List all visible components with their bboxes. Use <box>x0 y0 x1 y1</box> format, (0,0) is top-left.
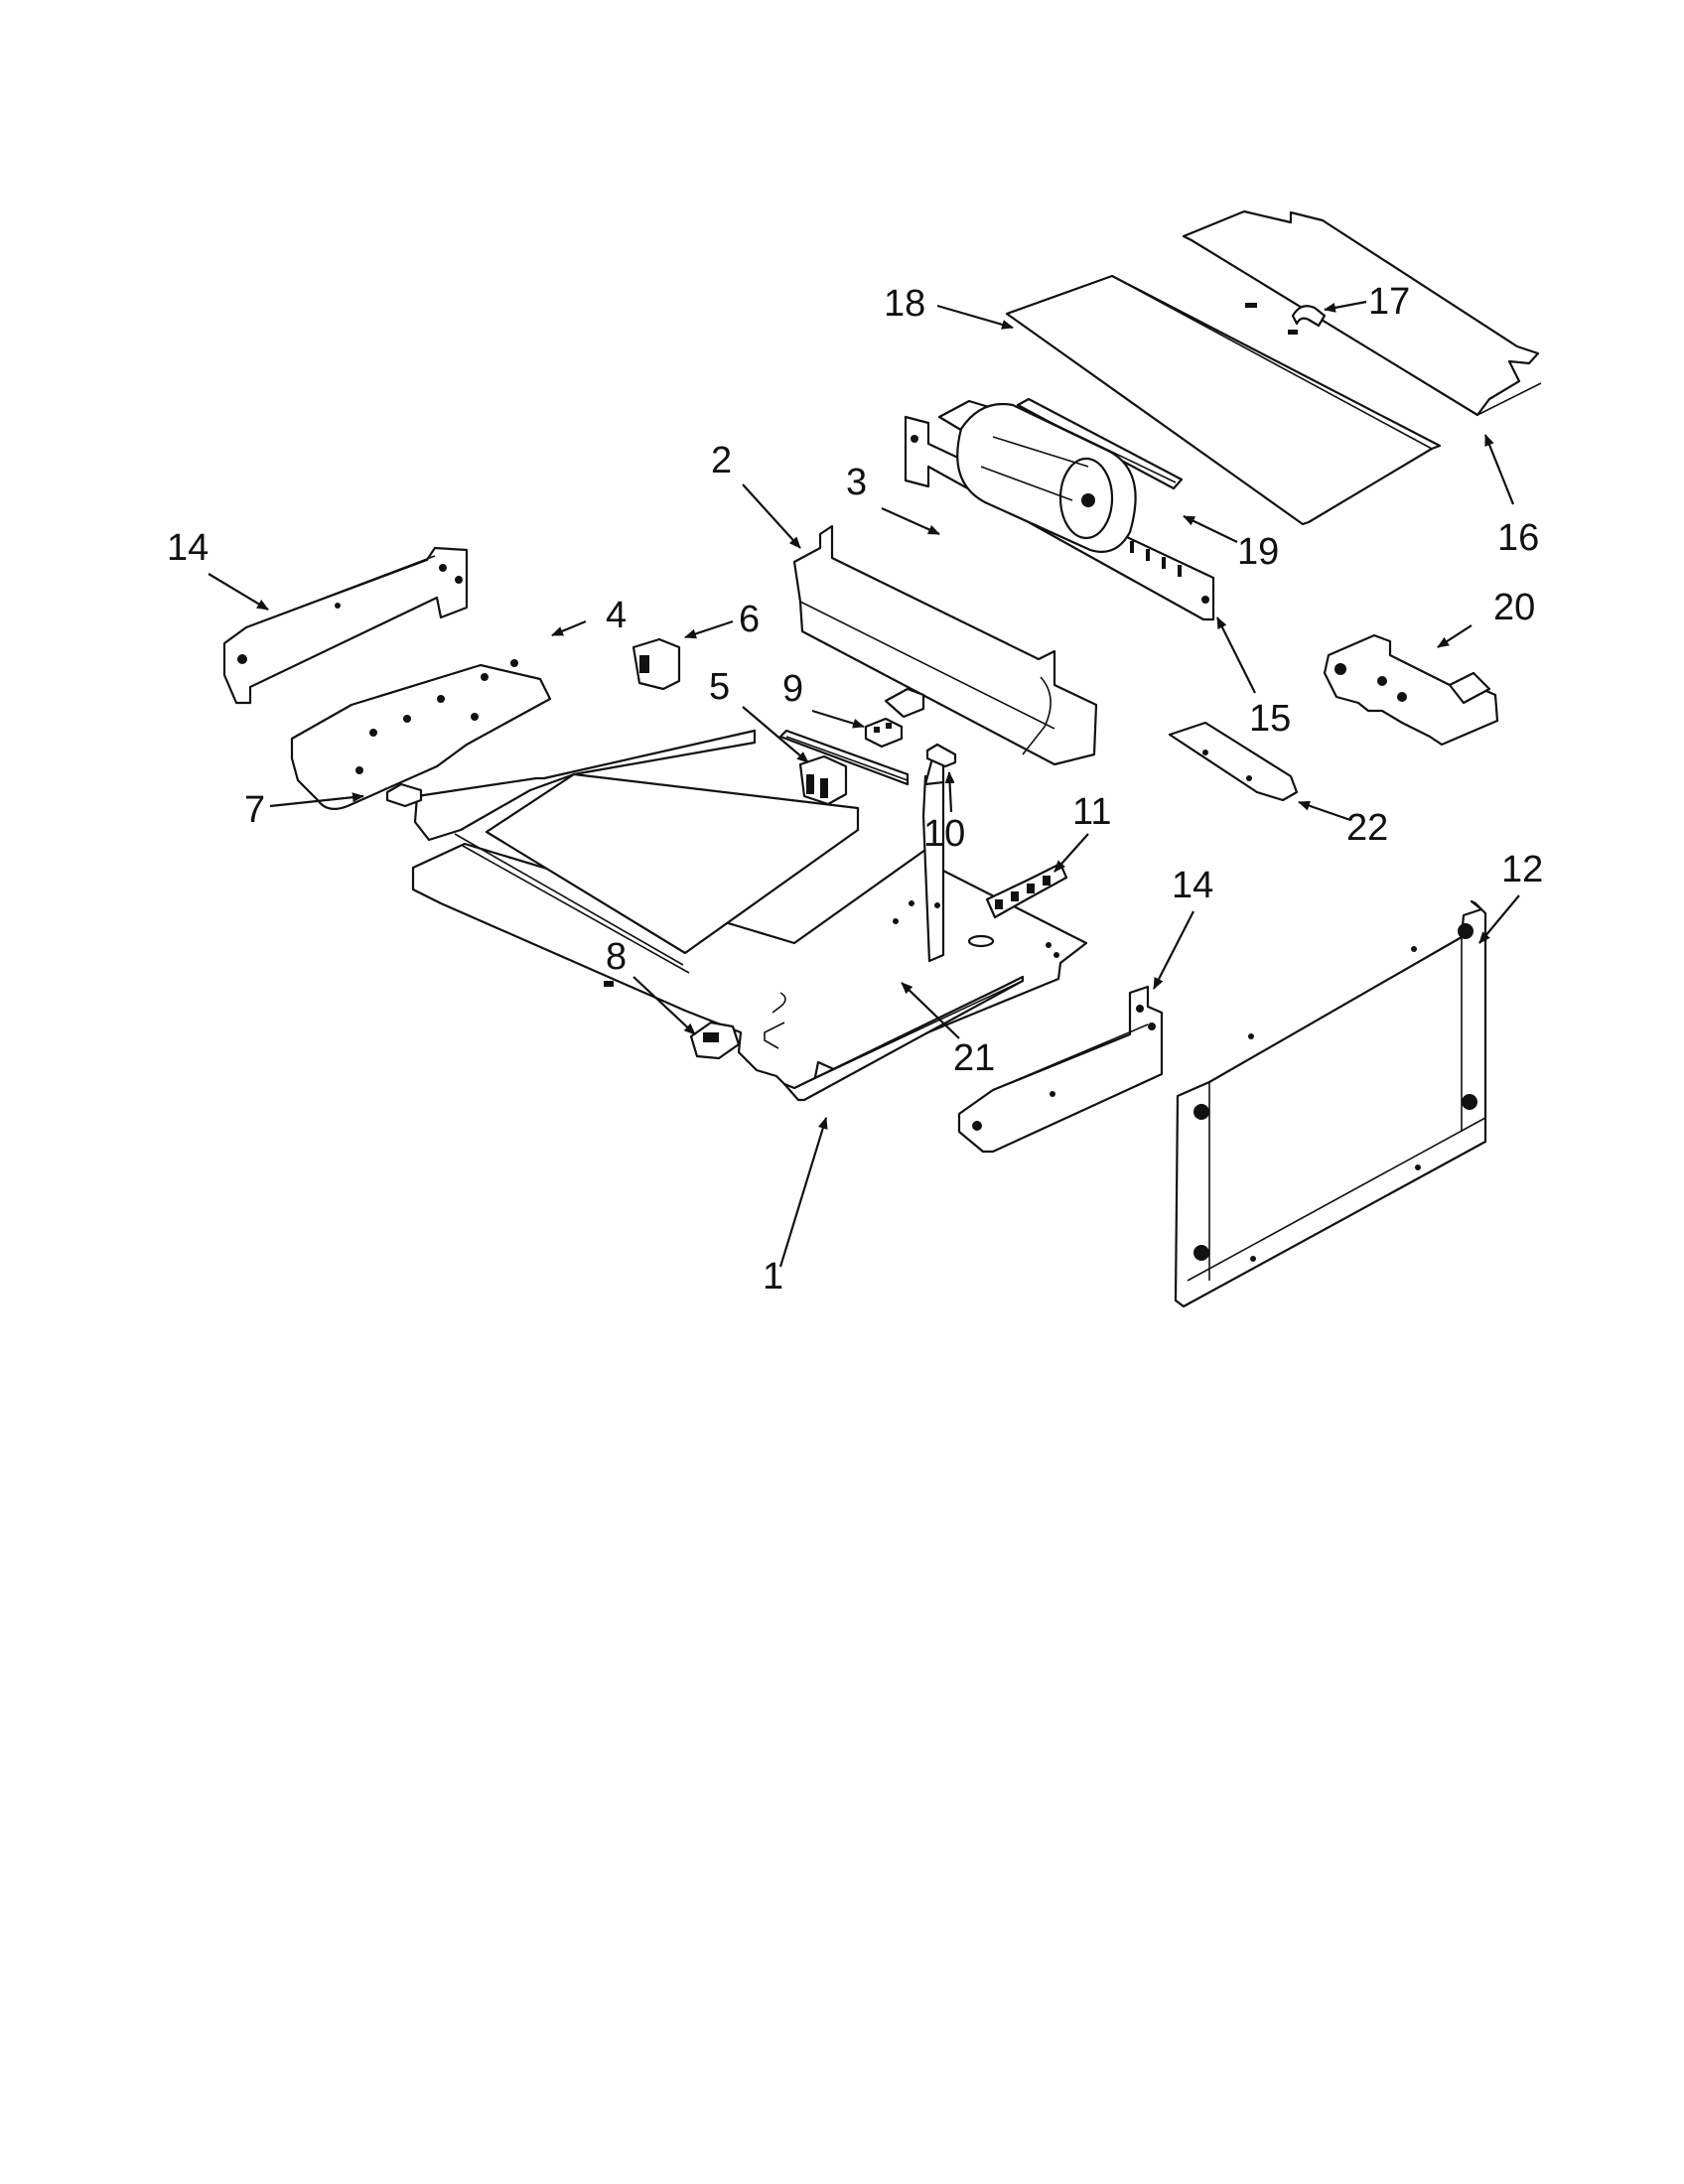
callout-5: 5 <box>709 666 730 708</box>
leader-lines <box>208 300 1520 1268</box>
leader-3 <box>881 506 940 536</box>
leader-22 <box>1298 800 1351 822</box>
leader-5 <box>742 706 809 763</box>
leader-12 <box>1478 894 1520 944</box>
part-7-clip <box>385 782 423 808</box>
part-9-connector <box>864 717 904 749</box>
part-12-back-panel <box>1174 899 1487 1308</box>
part-10-sensor <box>925 743 957 768</box>
callout-20: 20 <box>1493 587 1535 628</box>
leader-2 <box>742 483 801 549</box>
callout-17: 17 <box>1368 281 1410 323</box>
part-20-bracket <box>1323 633 1499 747</box>
callout-1: 1 <box>763 1256 783 1297</box>
callout-4: 4 <box>606 595 627 636</box>
leader-7 <box>269 792 364 808</box>
part-16-top-cover <box>1182 209 1542 417</box>
callout-8: 8 <box>606 936 627 978</box>
leader-4 <box>551 619 587 637</box>
leader-11 <box>1053 833 1089 873</box>
leader-18 <box>936 304 1014 330</box>
leader-16 <box>1483 434 1515 505</box>
callout-3: 3 <box>846 462 867 503</box>
part-11-terminal-block <box>985 862 1068 919</box>
leader-1 <box>778 1117 828 1268</box>
leader-20 <box>1437 624 1473 648</box>
leader-6 <box>684 619 734 639</box>
part-8-clip <box>689 1021 741 1060</box>
callout-15: 15 <box>1249 698 1291 740</box>
part-22-bracket-plate <box>1168 721 1299 802</box>
leader-17 <box>1324 300 1367 313</box>
leader-14b <box>1153 910 1194 990</box>
callout-21: 21 <box>953 1037 995 1079</box>
part-2-housing-bracket <box>792 524 1098 766</box>
callout-11: 11 <box>1072 791 1111 833</box>
leader-19 <box>1183 515 1238 543</box>
callout-12: 12 <box>1501 849 1543 890</box>
callout-7: 7 <box>244 789 265 831</box>
callout-19: 19 <box>1237 531 1279 573</box>
callout-6: 6 <box>739 599 760 640</box>
leader-15 <box>1216 616 1256 694</box>
leader-14a <box>208 573 269 611</box>
part-6-switch <box>632 637 681 691</box>
part-3-blower-fan <box>937 399 1137 553</box>
leader-9 <box>811 709 865 729</box>
part-18-top-panel <box>1005 274 1442 526</box>
callout-14a: 14 <box>167 527 209 569</box>
callout-10: 10 <box>923 813 965 855</box>
callout-2: 2 <box>711 440 732 481</box>
part-17-clip <box>1291 305 1327 328</box>
part-5-switch <box>798 754 848 806</box>
part-21-rail <box>778 729 910 786</box>
part-14-side-bracket-left <box>222 546 469 705</box>
part-14-side-bracket-right <box>957 985 1164 1154</box>
callout-18: 18 <box>884 283 925 325</box>
callout-16: 16 <box>1497 517 1539 559</box>
callout-labels: 1 2 3 4 5 6 7 8 9 10 11 12 14 14 15 16 1… <box>167 281 1543 1297</box>
callout-22: 22 <box>1346 807 1388 849</box>
callout-9: 9 <box>782 668 803 710</box>
leader-10 <box>944 771 955 813</box>
callout-14b: 14 <box>1172 865 1213 906</box>
leader-8 <box>632 976 696 1035</box>
leader-21 <box>901 982 960 1039</box>
